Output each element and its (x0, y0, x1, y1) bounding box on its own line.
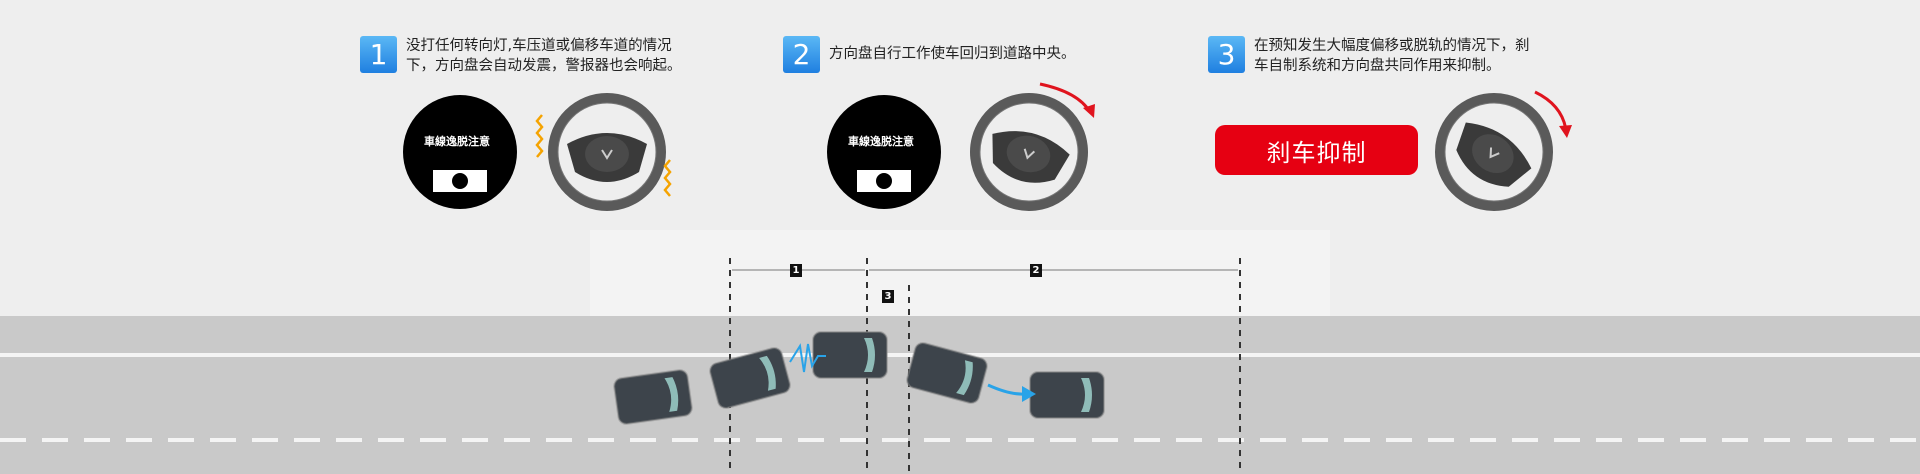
rotate-arrow-icon (1559, 125, 1572, 138)
step-text-line: 没打任何转向灯,车压道或偏移车道的情况 (406, 38, 672, 54)
display-text: 車線逸脱注意 (424, 135, 490, 148)
steering-wheel-icon (553, 98, 661, 206)
brake-suppression-label: 刹车抑制 (1215, 125, 1418, 175)
warning-display (827, 95, 941, 209)
step-text-line: 车自制系统和方向盘共同作用来抑制。 (1254, 58, 1501, 74)
step-text-line: 方向盘自行工作使车回归到道路中央。 (829, 46, 1076, 62)
display-text: 車線逸脱注意 (848, 135, 914, 148)
steering-wheel-icon (963, 86, 1095, 218)
step-text-line: 在预知发生大幅度偏移或脱轨的情况下，刹 (1254, 38, 1530, 54)
step-text: 没打任何转向灯,车压道或偏移车道的情况下，方向盘会自动发震，警报器也会响起。 (406, 36, 682, 76)
background-band (590, 230, 1330, 316)
step-text-line: 下，方向盘会自动发震，警报器也会响起。 (406, 58, 682, 74)
vibration-icon (663, 159, 672, 197)
step-1: 1 没打任何转向灯,车压道或偏移车道的情况下，方向盘会自动发震，警报器也会响起。 (360, 36, 682, 76)
rotate-arrow-icon (1083, 104, 1095, 118)
step-3: 3 在预知发生大幅度偏移或脱轨的情况下，刹车自制系统和方向盘共同作用来抑制。 (1208, 36, 1530, 76)
step-text: 方向盘自行工作使车回归到道路中央。 (829, 36, 1076, 64)
arrow-icon (1022, 386, 1036, 402)
car (1029, 371, 1105, 419)
car (612, 368, 694, 426)
step-2: 2 方向盘自行工作使车回归到道路中央。 (783, 36, 1076, 73)
step-badge: 3 (1208, 36, 1245, 73)
step-text: 在预知发生大幅度偏移或脱轨的情况下，刹车自制系统和方向盘共同作用来抑制。 (1254, 36, 1530, 76)
vibration-icon (535, 114, 544, 158)
segment-label: 1 (790, 264, 802, 277)
step-badge: 2 (783, 36, 820, 73)
warning-display (403, 95, 517, 209)
segment-label: 3 (882, 290, 894, 303)
car (904, 340, 990, 406)
step-badge: 1 (360, 36, 397, 73)
vibration-icon (789, 343, 826, 373)
segment-label: 2 (1030, 264, 1042, 277)
